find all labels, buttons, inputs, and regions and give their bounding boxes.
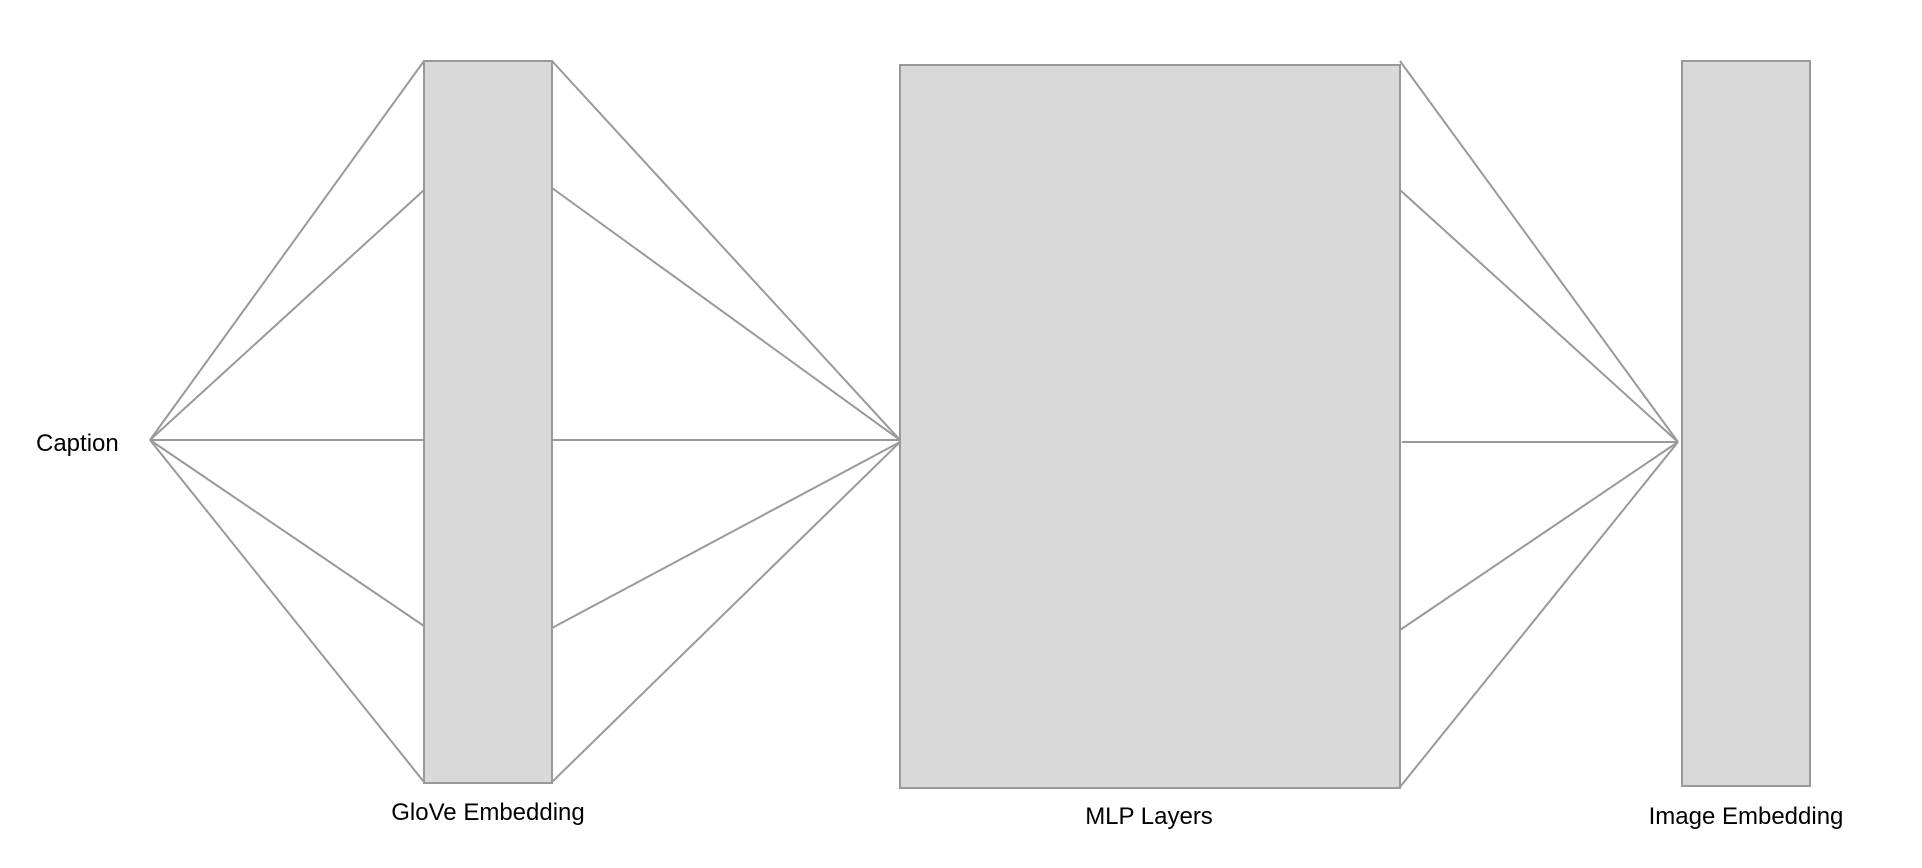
- connection-line: [149, 189, 425, 441]
- connection-line: [1399, 441, 1679, 631]
- glove-embedding-label: GloVe Embedding: [391, 799, 584, 826]
- connection-line: [551, 441, 901, 783]
- connections-mlp-to-image: [1399, 60, 1679, 788]
- connection-line: [149, 439, 425, 627]
- image-embedding-label: Image Embedding: [1649, 803, 1844, 830]
- connections-glove-to-mlp: [551, 60, 901, 783]
- connection-line: [1399, 441, 1679, 788]
- connections-caption-to-glove: [149, 60, 425, 783]
- connection-line: [1399, 60, 1679, 443]
- glove-embedding-box: [423, 60, 553, 784]
- mlp-layers-label: MLP Layers: [1085, 803, 1213, 830]
- mlp-layers-box: [899, 64, 1401, 789]
- image-embedding-box: [1681, 60, 1811, 787]
- connection-line: [1399, 189, 1679, 443]
- connection-line: [149, 60, 425, 441]
- connection-line: [551, 441, 901, 629]
- caption-label: Caption: [36, 430, 119, 457]
- connection-line: [551, 187, 901, 441]
- connection-line: [149, 439, 425, 783]
- connection-line: [551, 60, 901, 441]
